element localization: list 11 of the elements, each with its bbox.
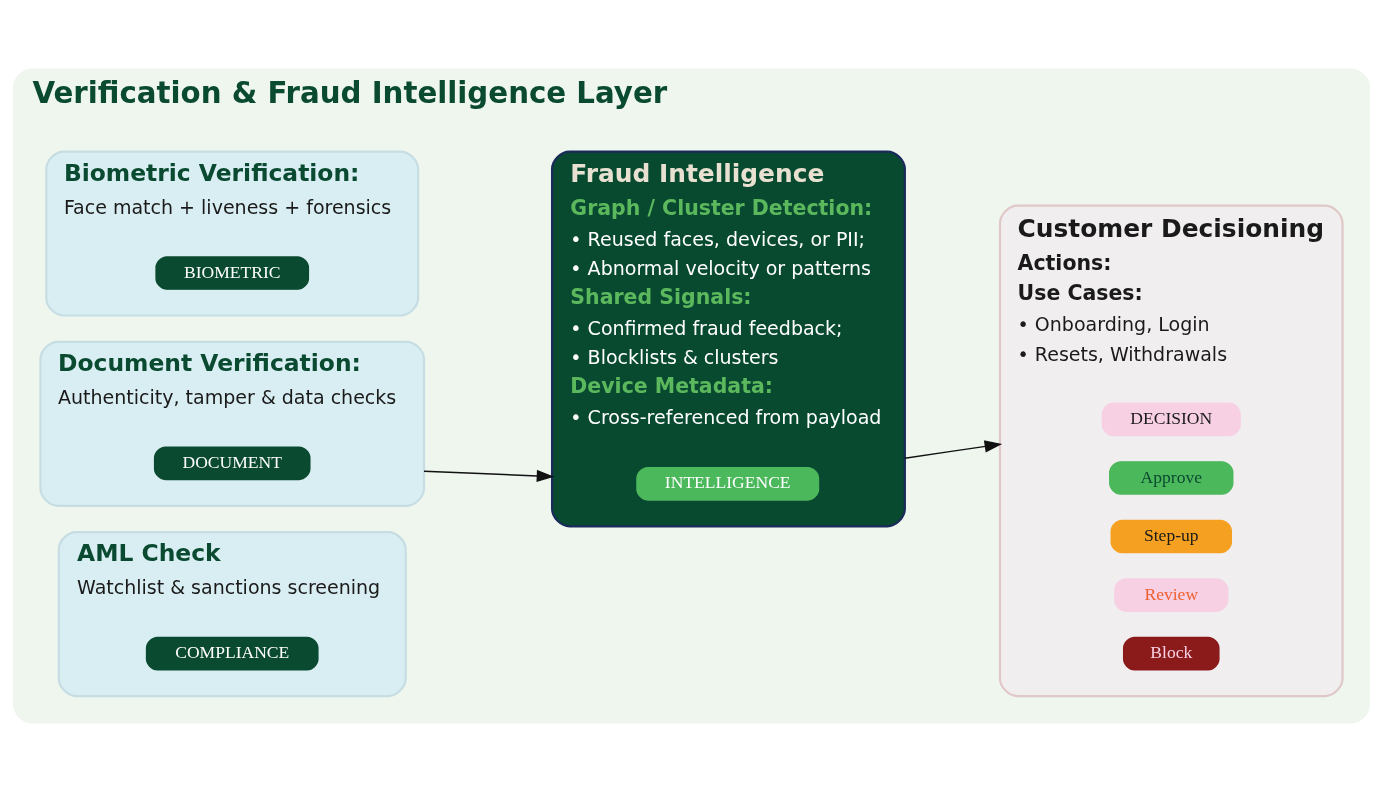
node-box: INTELLIGENCE [636,467,820,501]
node-box: Step-up [1110,519,1232,554]
arrow [904,440,1003,459]
node-box: Block [1122,636,1220,671]
node-box: COMPLIANCE [145,636,319,671]
node-box: BIOMETRIC [155,256,310,290]
node-box: Review [1114,578,1229,612]
node-box: Approve [1109,461,1234,495]
arrow [423,469,555,483]
node-box: DOCUMENT [153,446,311,481]
node-box: DECISION [1101,402,1241,437]
